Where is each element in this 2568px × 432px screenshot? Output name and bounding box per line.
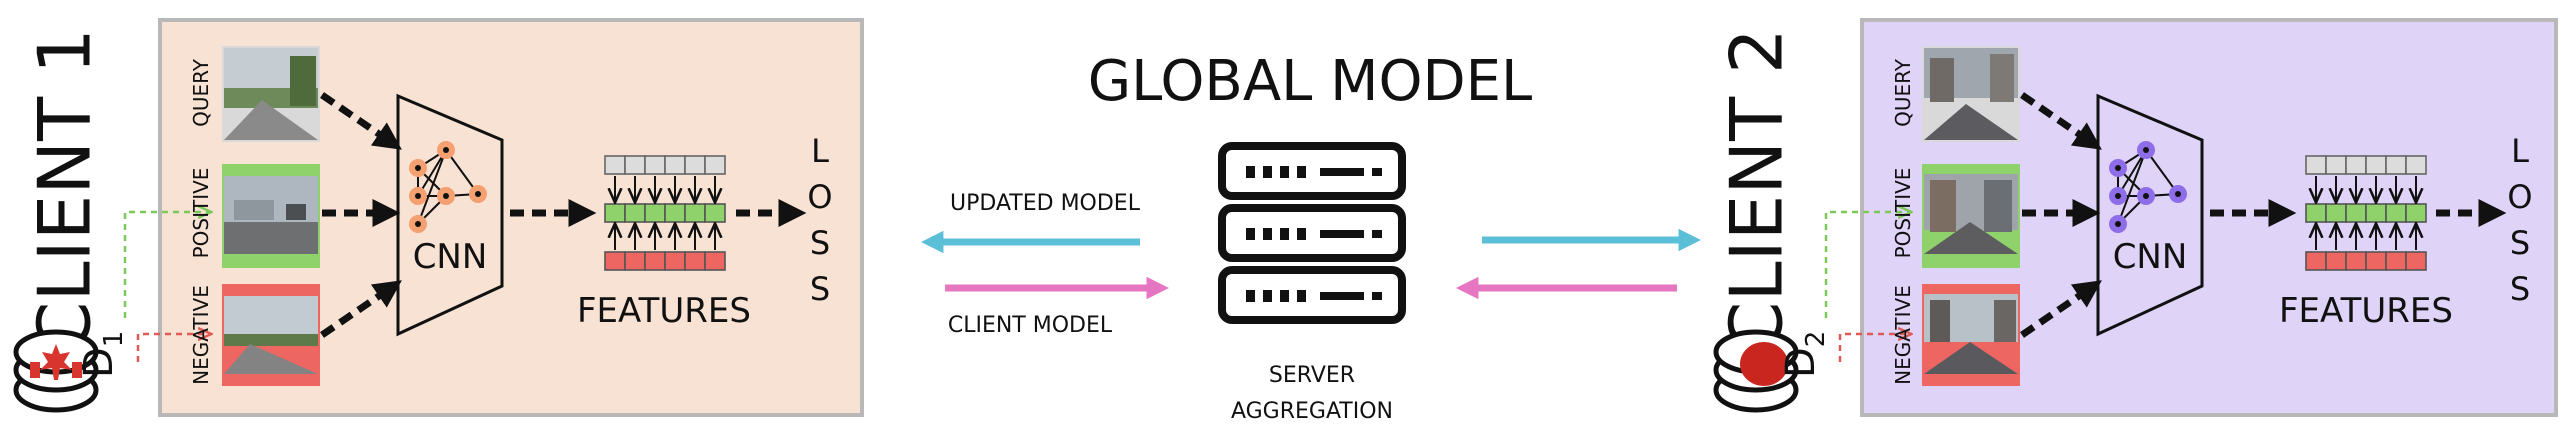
client2-negative-arrow bbox=[2020, 280, 2102, 338]
client1-dataset-label: D1 bbox=[76, 331, 129, 378]
server-leds bbox=[1246, 166, 1382, 302]
feature-cell-anchor bbox=[2365, 155, 2387, 175]
client1-negative-arrow bbox=[320, 280, 402, 338]
client1-loss-letter: S bbox=[810, 224, 830, 262]
client1-loss-letter: L bbox=[811, 132, 829, 170]
client-model-label: CLIENT MODEL bbox=[948, 313, 1113, 338]
client2-query-arrow bbox=[2020, 92, 2102, 150]
client2-loss-letter: S bbox=[2510, 224, 2530, 262]
feature-cell-anchor bbox=[684, 155, 706, 175]
client1-query-image bbox=[222, 46, 320, 142]
client1-features-block bbox=[604, 155, 726, 271]
server-section: GLOBAL MODEL SERVER AGGREGATION UPDATED … bbox=[921, 49, 1701, 424]
client2-positive-link bbox=[1824, 212, 1910, 318]
client1-negative-label: NEGATIVE bbox=[189, 285, 213, 385]
client1-query-arrow bbox=[320, 92, 402, 150]
feature-cell-positive bbox=[2405, 203, 2427, 223]
feature-cell-negative bbox=[2405, 251, 2427, 271]
client2-positive-image bbox=[1922, 164, 2020, 268]
client1-query-label: QUERY bbox=[189, 58, 213, 127]
feature-cell-negative bbox=[2365, 251, 2387, 271]
feature-cell-positive bbox=[2385, 203, 2407, 223]
client1-loss-letter: S bbox=[810, 270, 830, 308]
server-icon bbox=[1218, 142, 1406, 324]
feature-cell-negative bbox=[664, 251, 686, 271]
client1-positive-label: POSITIVE bbox=[189, 168, 213, 259]
feature-cell-anchor bbox=[644, 155, 666, 175]
server-label-line2: AGGREGATION bbox=[1231, 399, 1393, 424]
feature-cell-positive bbox=[2325, 203, 2347, 223]
feature-cell-positive bbox=[644, 203, 666, 223]
feature-cell-anchor bbox=[2305, 155, 2327, 175]
client2-query-label: QUERY bbox=[1891, 58, 1915, 127]
updated-model-label: UPDATED MODEL bbox=[950, 191, 1141, 216]
feature-cell-anchor bbox=[2405, 155, 2427, 175]
feature-cell-anchor bbox=[2385, 155, 2407, 175]
feature-cell-positive bbox=[2345, 203, 2367, 223]
feature-cell-anchor bbox=[624, 155, 646, 175]
feature-cell-positive bbox=[2365, 203, 2387, 223]
feature-cell-positive bbox=[2305, 203, 2327, 223]
client2-loss-letter: L bbox=[2511, 132, 2529, 170]
client1-positive-image bbox=[222, 164, 320, 268]
feature-cell-positive bbox=[604, 203, 626, 223]
client1-panel: CLIENT 1 D1 QUERY POSITIVE NEGATIVE bbox=[13, 18, 864, 417]
client2-positive-label: POSITIVE bbox=[1891, 168, 1915, 259]
server-label-line1: SERVER bbox=[1269, 363, 1355, 388]
client2-title: CLIENT 2 bbox=[1715, 28, 1799, 352]
feature-cell-anchor bbox=[664, 155, 686, 175]
client1-dataset-icon bbox=[13, 329, 99, 413]
feature-cell-negative bbox=[644, 251, 666, 271]
client2-query-image bbox=[1922, 46, 2020, 142]
feature-cell-negative bbox=[2345, 251, 2367, 271]
feature-cell-positive bbox=[704, 203, 726, 223]
feature-cell-negative bbox=[604, 251, 626, 271]
global-model-title: GLOBAL MODEL bbox=[1088, 49, 1533, 114]
feature-cell-positive bbox=[664, 203, 686, 223]
feature-cell-positive bbox=[624, 203, 646, 223]
client1-negative-link bbox=[136, 334, 210, 362]
client2-dataset-label: D2 bbox=[1778, 331, 1831, 378]
client1-cnn-block bbox=[396, 93, 504, 337]
client2-loss-label: L O S S bbox=[2507, 132, 2532, 308]
client2-negative-image bbox=[1922, 284, 2020, 386]
client2-features-block bbox=[2305, 155, 2427, 271]
feature-cell-negative bbox=[2385, 251, 2407, 271]
client2-negative-label: NEGATIVE bbox=[1891, 285, 1915, 385]
client1-title: CLIENT 1 bbox=[23, 28, 107, 352]
client1-loss-label: L O S S bbox=[807, 132, 832, 308]
client2-panel: CLIENT 2 D2 QUERY POSITIVE NEGATIVE bbox=[1713, 18, 2558, 417]
feature-cell-negative bbox=[684, 251, 706, 271]
feature-cell-negative bbox=[2325, 251, 2347, 271]
feature-cell-anchor bbox=[2345, 155, 2367, 175]
client1-positive-link bbox=[123, 212, 210, 318]
client2-cnn-block bbox=[2096, 93, 2204, 337]
client1-cnn-label: CNN bbox=[413, 237, 488, 277]
client1-negative-image bbox=[222, 284, 320, 386]
feature-cell-negative bbox=[704, 251, 726, 271]
feature-cell-anchor bbox=[604, 155, 626, 175]
feature-cell-anchor bbox=[2325, 155, 2347, 175]
client1-loss-letter: O bbox=[807, 178, 832, 216]
client2-cnn-label: CNN bbox=[2113, 237, 2188, 277]
client2-loss-letter: S bbox=[2510, 270, 2530, 308]
client2-dataset-icon bbox=[1713, 329, 1799, 413]
feature-cell-anchor bbox=[704, 155, 726, 175]
client2-negative-link bbox=[1838, 334, 1910, 362]
client1-features-label: FEATURES bbox=[577, 291, 751, 331]
feature-cell-positive bbox=[684, 203, 706, 223]
client2-loss-letter: O bbox=[2507, 178, 2532, 216]
feature-cell-negative bbox=[624, 251, 646, 271]
feature-cell-negative bbox=[2305, 251, 2327, 271]
client2-features-label: FEATURES bbox=[2279, 291, 2453, 331]
